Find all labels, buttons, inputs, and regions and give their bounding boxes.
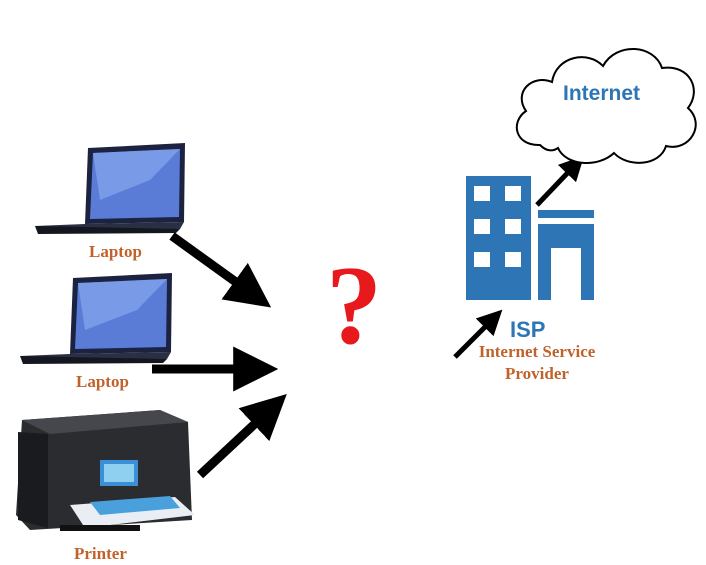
isp-subtitle-line2: Provider bbox=[505, 364, 569, 383]
isp-subtitle: Internet Service Provider bbox=[466, 341, 608, 385]
laptop-label: Laptop bbox=[76, 372, 129, 391]
building-icon bbox=[466, 176, 594, 300]
arrow-printer bbox=[196, 393, 287, 479]
isp-title: ISP bbox=[510, 317, 546, 342]
cloud-icon bbox=[515, 48, 697, 165]
arrow-laptop1 bbox=[169, 232, 272, 308]
laptop-icon bbox=[35, 143, 185, 234]
laptop-label: Laptop bbox=[89, 242, 142, 261]
cloud-label: Internet bbox=[563, 82, 641, 105]
printer-label: Printer bbox=[74, 544, 127, 563]
isp-subtitle-line1: Internet Service bbox=[478, 342, 596, 361]
printer-icon bbox=[16, 410, 195, 531]
question-mark: ? bbox=[326, 244, 382, 368]
laptop-icon bbox=[20, 273, 172, 364]
arrow-to-internet bbox=[535, 155, 585, 207]
arrow-to-isp bbox=[453, 309, 503, 359]
